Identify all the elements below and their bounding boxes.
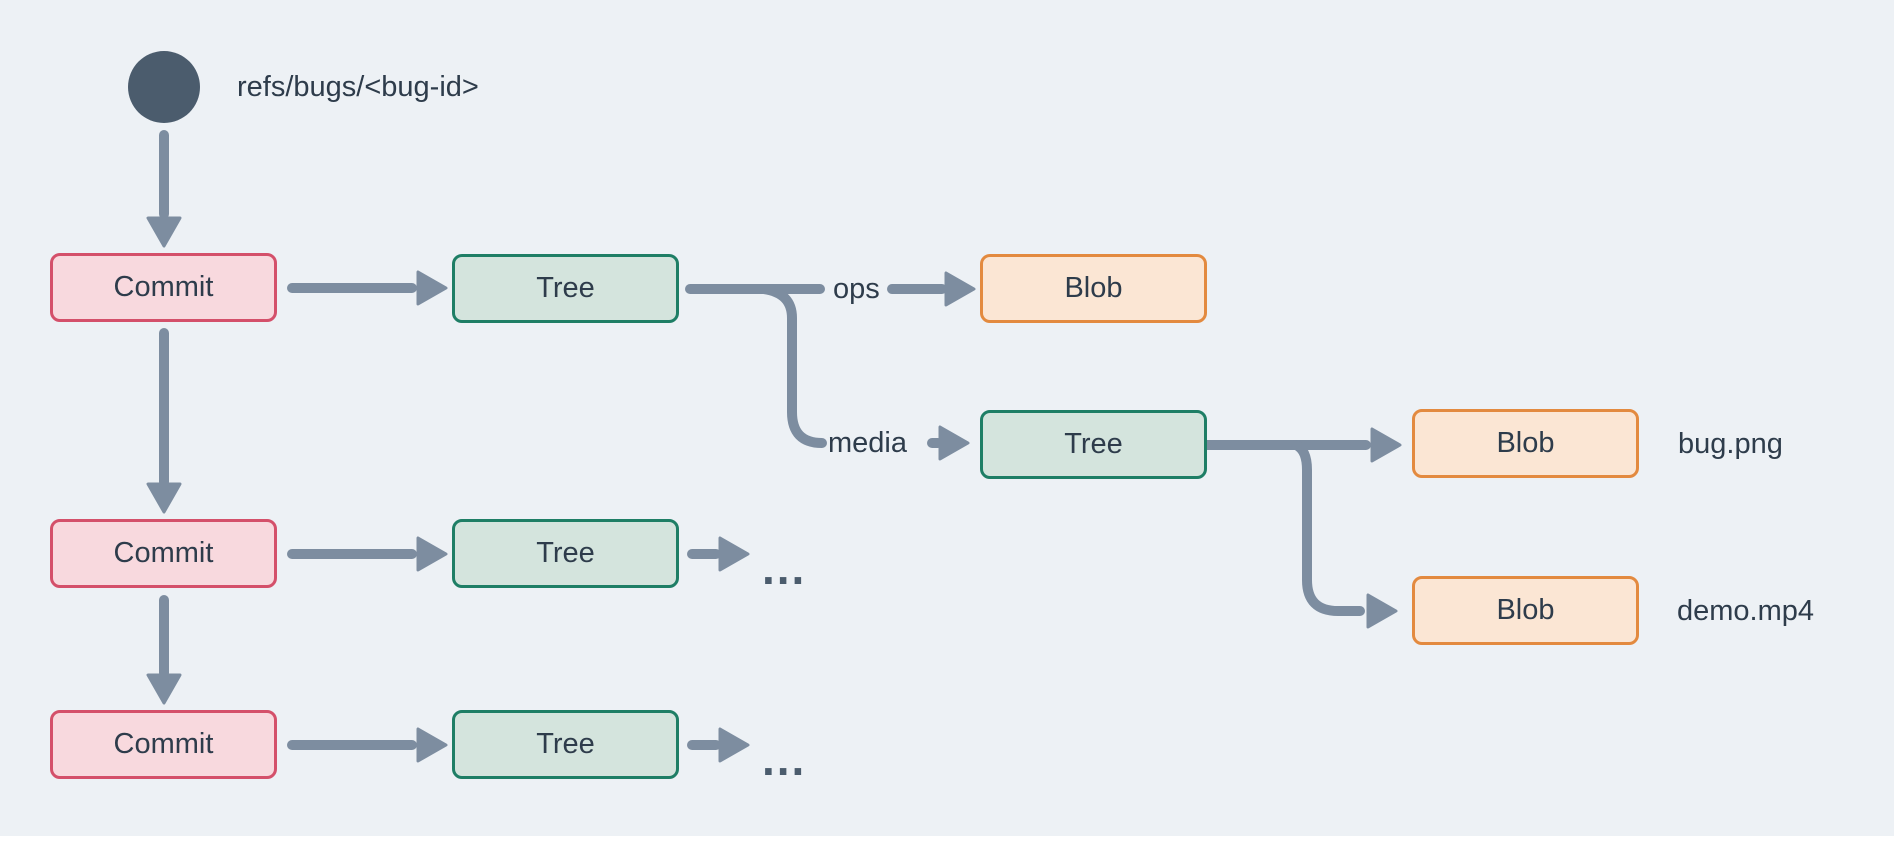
tree-node-3-label: Tree	[536, 728, 595, 760]
blob-node-bug-label: Blob	[1496, 427, 1555, 459]
commit-node-3-label: Commit	[113, 728, 214, 760]
edge-mediatree-to-demoblob	[1291, 440, 1365, 616]
arrowhead-ref-to-commit1	[146, 216, 182, 248]
file-label-bug-png: bug.png	[1678, 428, 1783, 460]
tree-node-1: Tree	[452, 254, 679, 323]
arrowhead-commit2-to-commit3	[146, 673, 182, 705]
commit-node-2-label: Commit	[113, 537, 214, 569]
branch-ref-dot	[128, 51, 200, 123]
commit-node-2: Commit	[50, 519, 277, 588]
arrowhead-mediatree-to-demoblob	[1366, 593, 1398, 629]
ellipsis-row-2: ...	[762, 542, 807, 594]
edge-tree1-to-media-label	[759, 284, 827, 448]
tree-node-media: Tree	[980, 410, 1207, 479]
tree-node-media-label: Tree	[1064, 428, 1123, 460]
arrowhead-commit1-to-commit2	[146, 482, 182, 514]
blob-node-ops: Blob	[980, 254, 1207, 323]
blob-node-demo: Blob	[1412, 576, 1639, 645]
edge-label-media: media	[828, 427, 907, 459]
blob-node-demo-label: Blob	[1496, 594, 1555, 626]
commit-node-1: Commit	[50, 253, 277, 322]
arrowhead-commit2-to-tree2	[416, 536, 448, 572]
commit-node-3: Commit	[50, 710, 277, 779]
ellipsis-row-3: ...	[762, 733, 807, 785]
arrowhead-ops-to-blob	[944, 271, 976, 307]
blob-node-ops-label: Blob	[1064, 272, 1123, 304]
file-label-demo-mp4: demo.mp4	[1677, 595, 1815, 627]
commit-node-1-label: Commit	[113, 271, 214, 303]
tree-node-2-label: Tree	[536, 537, 595, 569]
arrowhead-mediatree-to-bugblob	[1370, 427, 1402, 463]
tree-node-2: Tree	[452, 519, 679, 588]
edge-label-ops: ops	[833, 273, 880, 305]
arrowhead-commit3-to-tree3	[416, 727, 448, 763]
branch-ref-label: refs/bugs/<bug-id>	[237, 71, 479, 103]
arrowhead-media-to-tree	[938, 425, 970, 461]
arrowhead-tree3-to-ellipsis	[718, 727, 750, 763]
bottom-white-strip	[0, 836, 1894, 844]
tree-node-3: Tree	[452, 710, 679, 779]
blob-node-bug: Blob	[1412, 409, 1639, 478]
tree-node-1-label: Tree	[536, 272, 595, 304]
arrowhead-tree2-to-ellipsis	[718, 536, 750, 572]
arrowhead-commit1-to-tree1	[416, 270, 448, 306]
